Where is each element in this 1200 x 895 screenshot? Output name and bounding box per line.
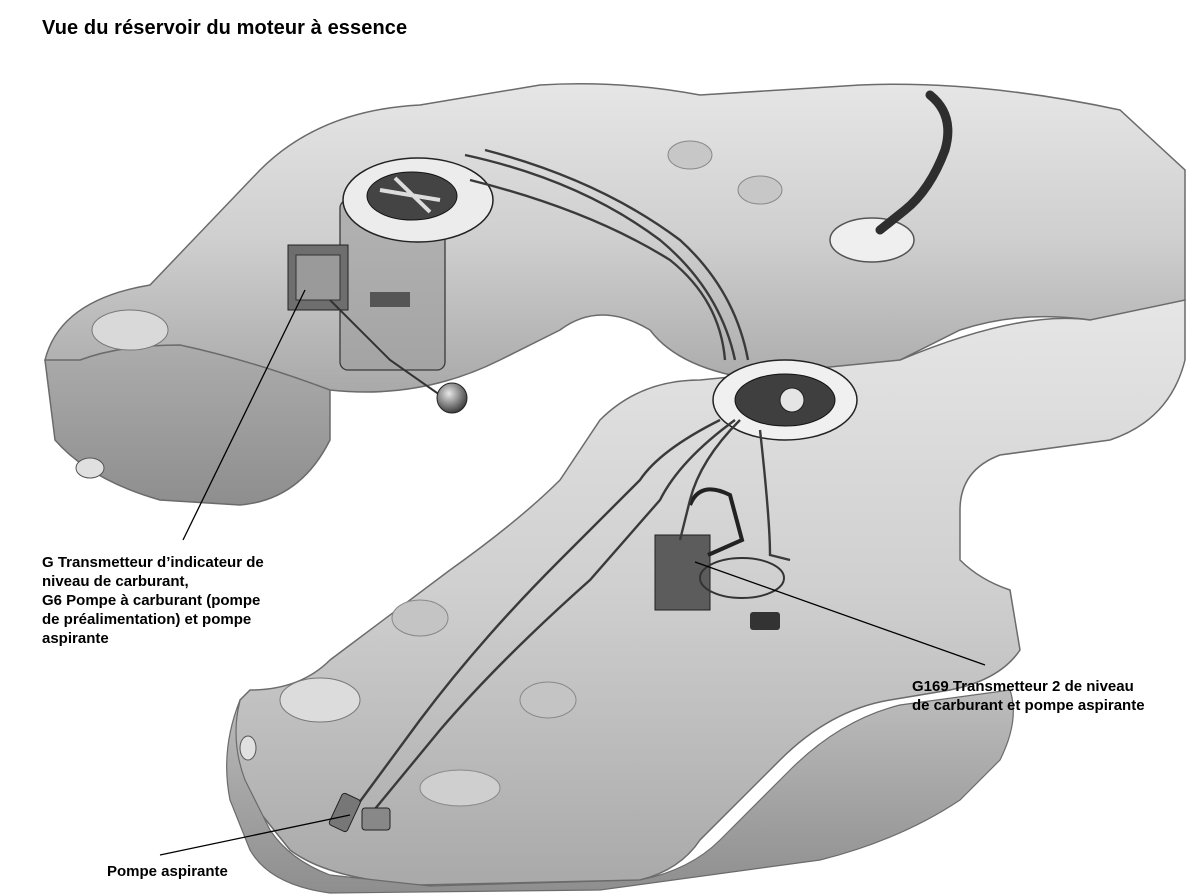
- label-suction-pump: Pompe aspirante: [107, 863, 228, 880]
- suction-pump: [328, 792, 391, 833]
- fuel-level-sender-g169: [654, 487, 785, 630]
- leader-line-g169: [694, 561, 986, 666]
- leader-line-g: [182, 289, 306, 541]
- fuel-lines: [349, 148, 791, 816]
- fuel-level-sender-flange-right: [712, 359, 858, 441]
- tank-body: [44, 83, 1186, 894]
- label-g169-sender: G169 Transmetteur 2 de niveau de carbura…: [912, 678, 1145, 714]
- label-g-sender-g6-pump: G Transmetteur d’indicateur de niveau de…: [42, 554, 264, 647]
- leader-line-pompe: [159, 814, 351, 856]
- page-title: Vue du réservoir du moteur à essence: [42, 17, 408, 39]
- fuel-pump-module-g6: [287, 157, 494, 414]
